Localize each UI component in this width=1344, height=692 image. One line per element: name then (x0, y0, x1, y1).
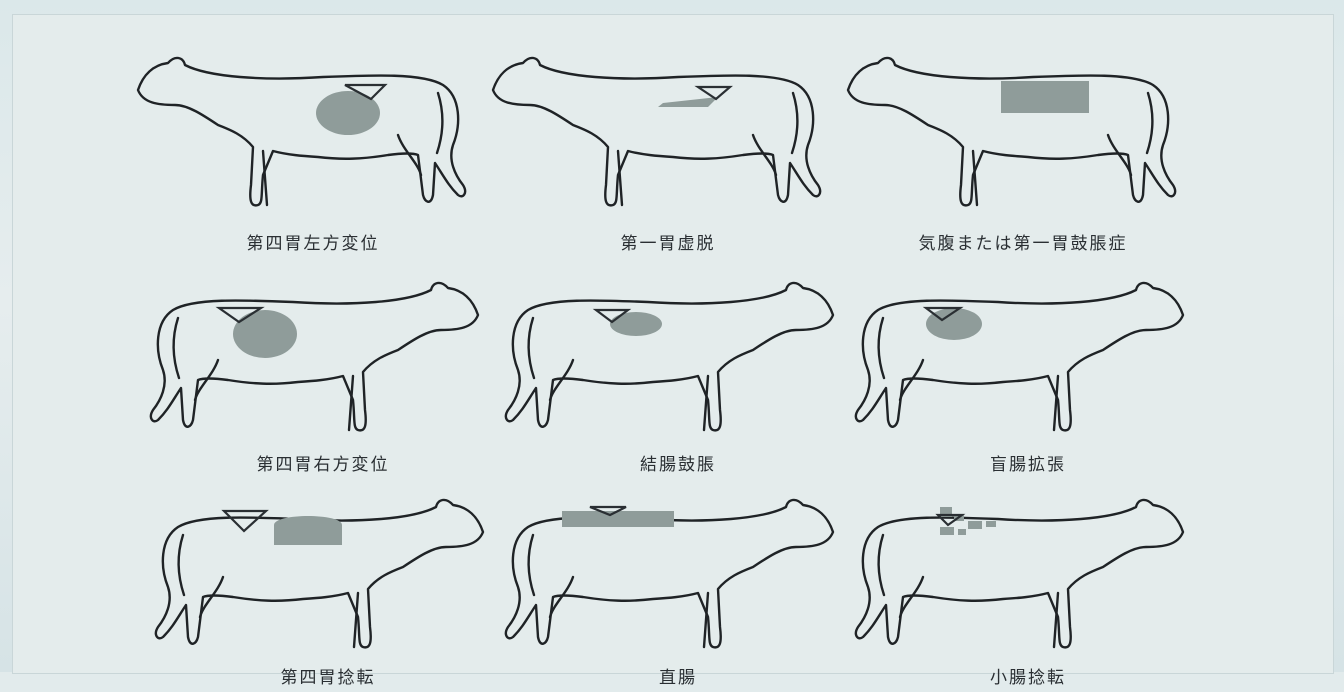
panel-pneumoperitoneum: 気腹または第一胃鼓脹症 (823, 35, 1223, 250)
caption-2: 第一胃虚脱 (468, 229, 868, 254)
cow-outline-left (493, 58, 820, 205)
ping-area (1001, 81, 1089, 113)
cow-outline-right (856, 283, 1183, 430)
ping-spot (940, 527, 954, 535)
cow-right-side-diagram (828, 477, 1208, 677)
caption-3: 気腹または第一胃鼓脹症 (823, 229, 1223, 254)
ping-area (658, 97, 718, 107)
percussion-triangle (698, 87, 730, 99)
panel-cecal-dilation: 盲腸拡張 (828, 260, 1228, 475)
panel-left-displaced-abomasum: 第四胃左方変位 (113, 35, 513, 250)
caption-6: 盲腸拡張 (828, 450, 1228, 475)
caption-4: 第四胃右方変位 (123, 450, 523, 475)
ping-area-scattered (940, 507, 996, 535)
ping-area (274, 516, 342, 545)
cow-outline-right (506, 283, 833, 430)
caption-5: 結腸鼓脹 (478, 450, 878, 475)
panel-rumen-collapse: 第一胃虚脱 (468, 35, 868, 250)
cow-right-side-diagram (828, 260, 1208, 460)
ping-spot (968, 521, 982, 529)
ping-area (562, 511, 674, 527)
cow-left-side-diagram (113, 35, 493, 235)
cow-right-side-diagram (478, 260, 858, 460)
cow-left-side-diagram (468, 35, 848, 235)
cow-outline-left (138, 58, 465, 205)
panel-right-displaced-abomasum: 第四胃右方変位 (123, 260, 523, 475)
panel-small-intestine-volvulus: 小腸捻転 (828, 477, 1228, 692)
ping-area (610, 312, 662, 336)
panel-colon-distension: 結腸鼓脹 (478, 260, 878, 475)
panel-abomasal-volvulus: 第四胃捻転 (128, 477, 528, 692)
cow-outline-right (856, 500, 1183, 647)
cow-outline-left (848, 58, 1175, 205)
page: 第四胃左方変位 第一胃虚脱 気腹または第一胃鼓脹症 (0, 0, 1344, 672)
cow-right-side-diagram (128, 477, 508, 677)
figure-frame: 第四胃左方変位 第一胃虚脱 気腹または第一胃鼓脹症 (12, 14, 1334, 674)
cow-left-side-diagram (823, 35, 1203, 235)
ping-area (233, 310, 297, 358)
cow-right-side-diagram (123, 260, 503, 460)
caption-1: 第四胃左方変位 (113, 229, 513, 254)
cow-outline-right (151, 283, 478, 430)
caption-9: 小腸捻転 (828, 663, 1228, 688)
cow-right-side-diagram (478, 477, 858, 677)
caption-7: 第四胃捻転 (128, 663, 528, 688)
ping-spot (986, 521, 996, 527)
caption-8: 直腸 (478, 663, 878, 688)
panel-rectum: 直腸 (478, 477, 878, 692)
ping-spot (958, 529, 966, 535)
percussion-triangle (224, 511, 266, 531)
